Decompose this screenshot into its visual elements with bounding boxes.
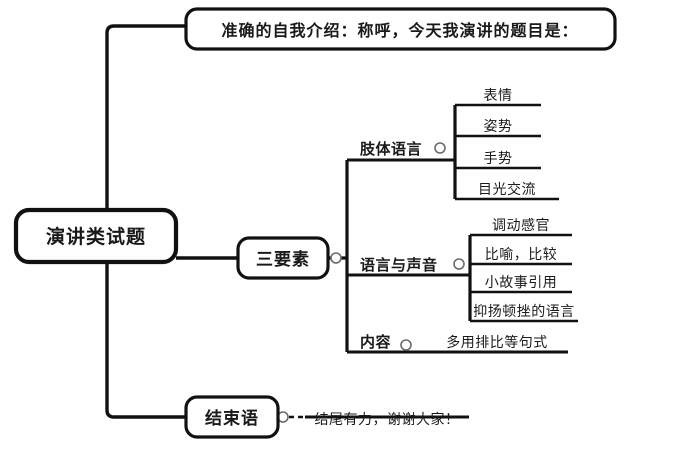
dot-content [400,339,412,351]
closing-note-label: 结尾有力，谢谢大家！ [315,411,460,427]
group-label-voice: 语言与声音 [360,256,438,274]
dot-three-elements [330,252,342,264]
dot-body-language [434,142,446,154]
dot-voice [453,258,465,270]
root-label: 演讲类试题 [46,225,146,248]
leaf-posture: 姿势 [484,118,513,134]
leaf-parallelism: 多用排比等句式 [446,334,548,350]
leaf-story: 小故事引用 [485,274,558,290]
connector-root-to-closing [105,262,186,419]
leaf-metaphor: 比喻，比较 [485,246,558,262]
closing-node-box[interactable] [184,395,280,439]
connector-layer [105,24,578,419]
group-label-content: 内容 [360,333,391,351]
connector-dot-layer [277,142,465,423]
leaf-expression: 表情 [484,87,513,103]
intro-label: 准确的自我介绍：称呼，今天我演讲的题目是： [221,21,578,40]
root-node-box[interactable] [13,207,179,265]
connector-root-to-intro [105,24,186,212]
three-elements-node-box[interactable] [236,236,330,280]
leaf-cadence: 抑扬顿挫的语言 [473,303,575,319]
leaf-eye-contact: 目光交流 [478,181,536,197]
closing-label: 结束语 [205,408,259,428]
leaf-senses: 调动感官 [492,217,550,233]
group-label-body-language: 肢体语言 [360,140,422,158]
leaf-gesture: 手势 [484,150,513,166]
intro-node-box[interactable] [184,7,617,51]
three-elements-label: 三要素 [256,250,310,269]
